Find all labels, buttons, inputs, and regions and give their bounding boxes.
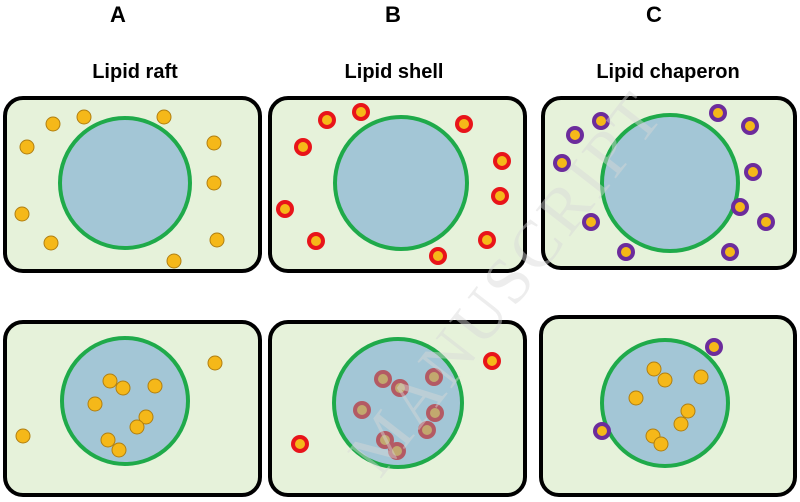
lipid-dot: [392, 446, 402, 456]
lipid-dot: [646, 361, 662, 377]
lipid-dot: [745, 121, 755, 131]
column-c-title: Lipid chaperon: [596, 61, 739, 83]
column-c-letter: C: [646, 2, 662, 27]
lipid-dot: [207, 355, 223, 371]
lipid-dot: [735, 202, 745, 212]
nucleus: [58, 116, 192, 250]
lipid-dot: [693, 369, 709, 385]
lipid-dot: [356, 107, 366, 117]
column-b-title: Lipid shell: [345, 61, 444, 83]
lipid-dot: [280, 204, 290, 214]
lipid-dot: [129, 419, 145, 435]
lipid-dot: [147, 378, 163, 394]
lipid-dot: [657, 372, 673, 388]
nucleus: [60, 336, 190, 466]
lipid-dot: [138, 409, 154, 425]
lipid-dot: [459, 119, 469, 129]
lipid-dot: [422, 425, 432, 435]
lipid-dot: [322, 115, 332, 125]
lipid-dot: [628, 390, 644, 406]
column-b-letter: B: [385, 2, 401, 27]
nucleus: [600, 113, 740, 253]
cell-a-top: [3, 96, 262, 273]
lipid-dot: [14, 206, 30, 222]
lipid-dot: [298, 142, 308, 152]
lipid-dot: [487, 356, 497, 366]
lipid-dot: [557, 158, 567, 168]
lipid-dot: [395, 383, 405, 393]
lipid-dot: [495, 191, 505, 201]
lipid-dot: [87, 396, 103, 412]
lipid-dot: [115, 380, 131, 396]
lipid-dot: [570, 130, 580, 140]
lipid-dot: [311, 236, 321, 246]
lipid-dot: [433, 251, 443, 261]
nucleus: [333, 115, 469, 251]
lipid-dot: [497, 156, 507, 166]
lipid-dot: [156, 109, 172, 125]
lipid-dot: [430, 408, 440, 418]
lipid-dot: [166, 253, 182, 269]
lipid-dot: [596, 116, 606, 126]
lipid-dot: [725, 247, 735, 257]
cell-b-top: [268, 96, 527, 273]
lipid-dot: [209, 232, 225, 248]
lipid-dot: [761, 217, 771, 227]
lipid-dot: [597, 426, 607, 436]
lipid-dot: [680, 403, 696, 419]
lipid-dot: [206, 135, 222, 151]
lipid-dot: [15, 428, 31, 444]
lipid-dot: [19, 139, 35, 155]
lipid-dot: [673, 416, 689, 432]
lipid-dot: [43, 235, 59, 251]
lipid-dot: [100, 432, 116, 448]
lipid-dot: [713, 108, 723, 118]
column-a-letter: A: [110, 2, 126, 27]
cell-c-bottom: [539, 315, 797, 497]
lipid-dot: [748, 167, 758, 177]
cell-c-top: [541, 96, 797, 270]
lipid-dot: [102, 373, 118, 389]
lipid-dot: [111, 442, 127, 458]
lipid-dot: [429, 372, 439, 382]
lipid-dot: [653, 436, 669, 452]
lipid-dot: [378, 374, 388, 384]
lipid-dot: [45, 116, 61, 132]
lipid-dot: [709, 342, 719, 352]
lipid-dot: [357, 405, 367, 415]
lipid-dot: [586, 217, 596, 227]
lipid-dot: [482, 235, 492, 245]
lipid-dot: [76, 109, 92, 125]
lipid-dot: [206, 175, 222, 191]
lipid-dot: [295, 439, 305, 449]
lipid-dot: [380, 435, 390, 445]
column-a-title: Lipid raft: [92, 61, 178, 83]
lipid-dot: [621, 247, 631, 257]
cell-a-bottom: [3, 320, 262, 497]
